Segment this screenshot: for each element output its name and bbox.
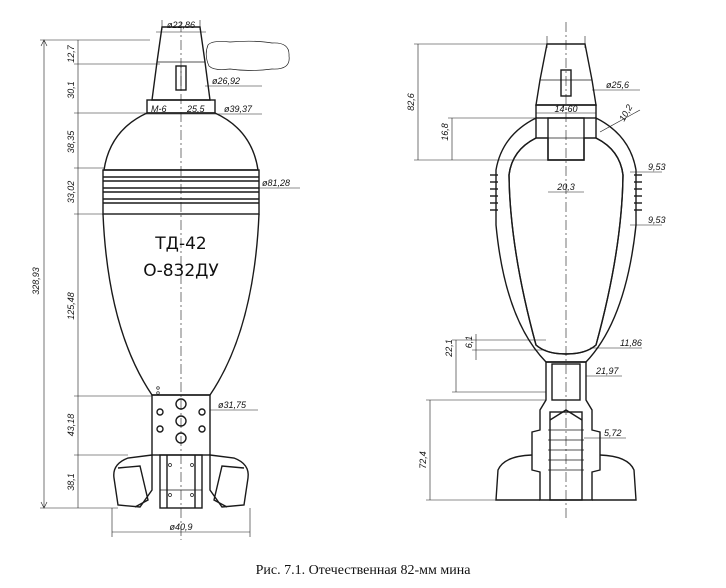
dim-tail-tube-diameter: ø31,75 [218,400,247,410]
centering-belt [102,169,260,215]
section-fin-left [495,454,540,501]
dim-hole-diameter: 5,72 [604,428,622,438]
dim-tail-length: 72,4 [418,451,428,469]
section-tail-channel [549,411,583,501]
tail-holes [156,398,206,444]
dim-wall-top: 10,2 [617,103,634,123]
dim-overall-length: 328,93 [31,267,41,295]
stabilizer [113,454,249,509]
dim-thread-label: М-6 [151,104,167,114]
dim-body-diameter: ø81,28 [262,178,290,188]
marking-line1: ТД-42 [154,234,206,254]
dim-belt-height: 33,02 [66,181,76,204]
figure-caption: Рис. 7.1. Отечественная 82-мм мина [255,563,471,578]
right-vertical-dims [414,43,548,501]
dim-bottom-length: 22,1 [444,339,454,358]
marking-line2: О-832ДУ [143,261,219,281]
section-fin-right [592,454,637,501]
dim-channel-diameter: 21,97 [595,366,620,376]
section-explosive-filling [508,137,624,355]
dim-belt-2: 9,53 [648,215,666,225]
right-view: 82,6 16,8 22,1 6,1 72,4 ø25,6 14-60 10,2… [406,22,666,520]
dim-fuze-base-diameter: ø26,92 [212,76,240,86]
dim-inner-diameter: 20,3 [556,182,575,192]
dim-stabilizer-diameter: ø40,9 [169,522,192,532]
right-leaders [536,36,662,439]
dim-thread-diameter: ø39,37 [224,104,253,114]
left-view: ТД-42 О-832ДУ [31,20,300,540]
dim-thread-length: 25,5 [186,104,206,114]
section-belt-grooves [490,174,642,211]
dim-fuze-tip: 12,7 [66,44,76,63]
dim-fuze-top-diameter: ø22,86 [167,20,195,30]
dim-neck-length: 6,1 [464,336,474,349]
dim-tube-height: 43,18 [66,414,76,437]
dim-top-length: 82,6 [406,93,416,111]
left-vertical-dims [40,39,160,509]
dim-section-thread: 14-60 [554,104,577,114]
dim-wall-bottom: 11,86 [620,338,642,348]
left-diameter-leaders [111,20,300,537]
dim-body-height: 125,48 [66,292,76,320]
dim-section-fuze-diameter: ø25,6 [606,80,629,90]
dim-fins-height: 38,1 [66,473,76,491]
dim-socket-depth: 16,8 [440,123,450,141]
section-fuze-socket [547,117,585,161]
dim-belt-1: 9,53 [648,162,666,172]
dim-fuze-height: 30,1 [66,81,76,99]
safety-cap [205,40,290,71]
dim-head-height: 38,35 [66,130,76,154]
